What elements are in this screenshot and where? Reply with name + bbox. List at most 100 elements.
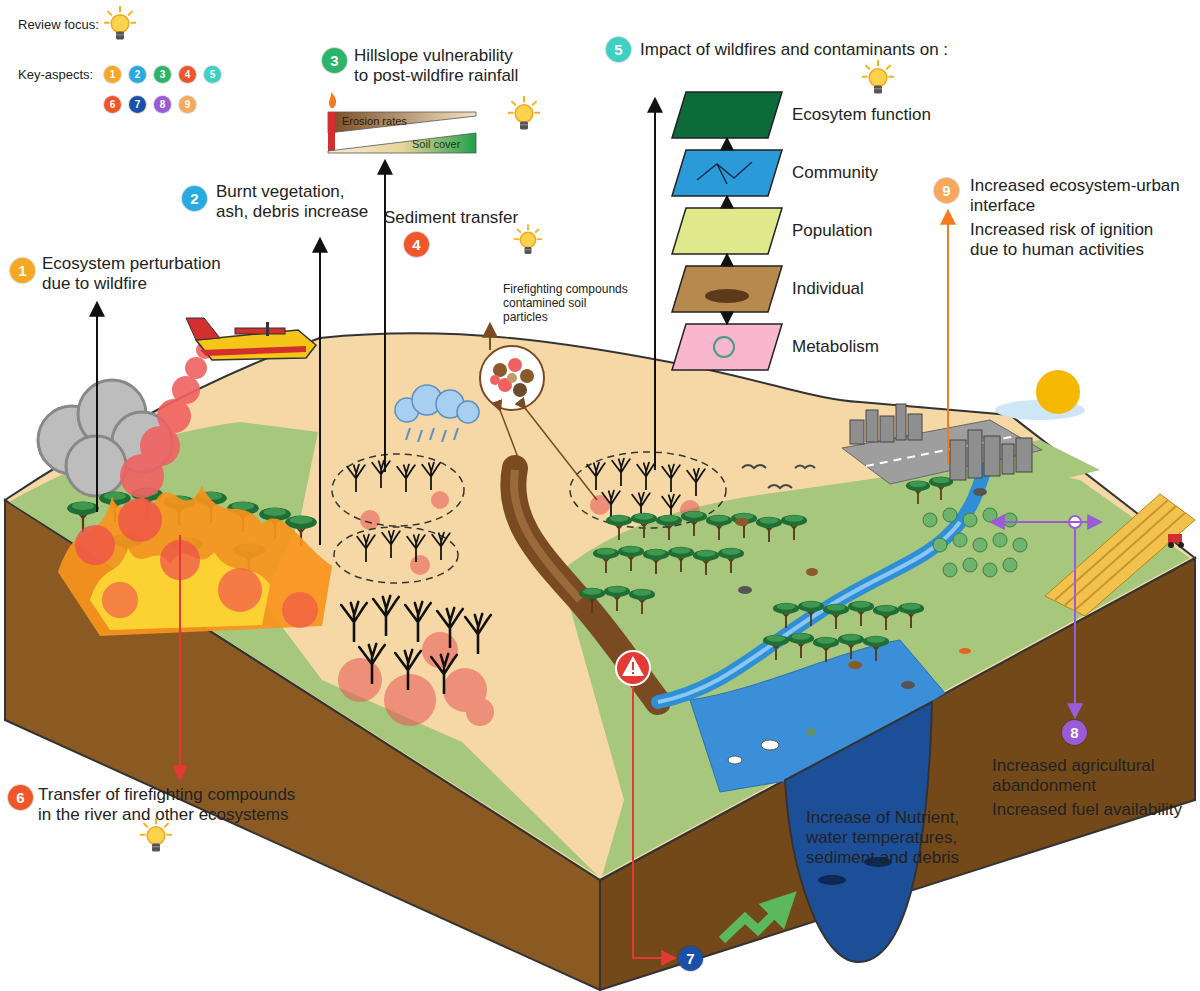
soil-cover-wedge: Soil cover	[328, 133, 476, 153]
birds	[742, 465, 815, 488]
forest-trees-part	[593, 548, 619, 573]
callout-number: 4	[179, 66, 196, 83]
farmland-part-part	[963, 513, 977, 527]
forest-trees-part	[813, 637, 839, 662]
wildfire-flames-part	[218, 568, 262, 612]
callout-number: 7	[129, 96, 146, 113]
fire-bar	[328, 112, 335, 153]
forest-trees-part	[606, 515, 632, 540]
river-part	[513, 468, 658, 702]
flow-arrow	[726, 312, 728, 324]
callout-text: Increase of Nutrient, water temperatures…	[806, 808, 966, 868]
forest-trees-part	[756, 517, 782, 542]
metabolism-layer: Metabolism	[672, 324, 942, 370]
erosion-band	[328, 112, 476, 133]
rain-cloud-part	[395, 385, 479, 423]
warning-sign-part	[622, 656, 644, 676]
city-part-part	[880, 416, 894, 442]
retardant-drop-part	[185, 357, 207, 379]
particle-inset-part	[500, 410, 522, 468]
animals-part	[959, 648, 971, 654]
forest-trees-part	[848, 601, 874, 626]
forest-trees-part	[631, 513, 657, 538]
retardant-drop-part	[120, 454, 164, 498]
burnt-patches-part	[410, 555, 430, 575]
erosion-wedge: Erosion rates	[328, 112, 476, 133]
callout-number: 2	[129, 66, 146, 83]
review-focus-bulb-part	[514, 225, 542, 254]
birds-part	[768, 485, 792, 488]
node-text: Individual	[792, 279, 864, 299]
city-part	[850, 404, 1032, 480]
farmland	[923, 494, 1195, 616]
animals-part	[901, 681, 915, 689]
burnt-trees-part	[359, 644, 385, 683]
callout-number: 9	[934, 178, 959, 203]
callout-number: 9	[179, 96, 196, 113]
river-part	[728, 756, 742, 764]
farmland-part-part	[983, 508, 997, 522]
forest-trees-part	[629, 589, 655, 614]
review-focus-bulb-part	[104, 7, 136, 40]
node-text: Ecosytem function	[792, 105, 931, 125]
node-text: Metabolism	[792, 337, 879, 357]
callout-text: Increased ecosystem-urban interface	[970, 176, 1194, 216]
farmland-part	[1168, 534, 1182, 543]
callout-text: Burnt vegetation, ash, debris increase	[216, 182, 378, 222]
city-part-part	[866, 410, 878, 442]
burnt-trees-part	[637, 463, 655, 490]
farmland-part-part	[923, 513, 937, 527]
burnt-trees-part	[465, 614, 491, 653]
callout-number: 1	[10, 258, 35, 283]
burnt-trees-part	[422, 463, 440, 490]
callout-number: 8	[1062, 720, 1087, 745]
animals-part	[848, 661, 862, 669]
leader-lines-part	[179, 535, 181, 778]
birds-part	[795, 466, 815, 469]
leader-lines-part	[633, 686, 674, 958]
burnt-trees-part	[612, 459, 630, 486]
firefighting-plane-part	[235, 328, 285, 334]
terrain-block-part	[5, 333, 1195, 880]
firefighting-plane-part	[266, 322, 269, 336]
callout-number: 5	[606, 37, 631, 62]
forest-trees-part	[731, 513, 757, 538]
flow-arrow	[726, 138, 728, 150]
wildfire-flames-part	[58, 486, 332, 636]
farmland-part	[923, 508, 1027, 577]
forest-trees-part	[838, 634, 864, 659]
leader-lines-part	[722, 904, 784, 940]
wildfire-flames-part	[75, 525, 115, 565]
farmland-part-part	[983, 563, 997, 577]
forest-trees-part	[643, 549, 669, 574]
burnt-patches-part	[466, 698, 494, 726]
soil-band	[328, 133, 476, 153]
rain-cloud-part-part	[442, 430, 446, 442]
wildfire-flames	[58, 486, 332, 636]
farmland-part-part	[993, 533, 1007, 547]
callout-number: 2	[182, 186, 207, 211]
callout-number: 5	[204, 66, 221, 83]
layer-parallelogram	[672, 150, 782, 196]
rain-cloud-part	[406, 428, 458, 442]
burnt-zone-outline-part	[332, 454, 464, 526]
forest-trees-part	[656, 515, 682, 540]
river	[513, 440, 1002, 962]
forest-trees-part	[579, 588, 605, 613]
firefighting-plane-part	[186, 318, 220, 340]
particle-inset-part	[480, 346, 544, 410]
callout-number: 3	[154, 66, 171, 83]
burnt-zone-outline	[332, 452, 726, 583]
burnt-trees-part	[407, 535, 425, 562]
particle-inset-part	[513, 383, 527, 397]
burnt-trees-part	[662, 465, 680, 492]
particle-inset-part	[508, 358, 522, 372]
river-part	[658, 522, 960, 702]
ecosystem-layer: Ecosytem function	[672, 92, 942, 138]
farmland-part-part	[1013, 538, 1027, 552]
burnt-trees-part	[397, 465, 415, 492]
burnt-trees-part	[347, 465, 365, 492]
metabolism-icon	[714, 337, 734, 357]
burnt-trees-part	[687, 469, 705, 496]
